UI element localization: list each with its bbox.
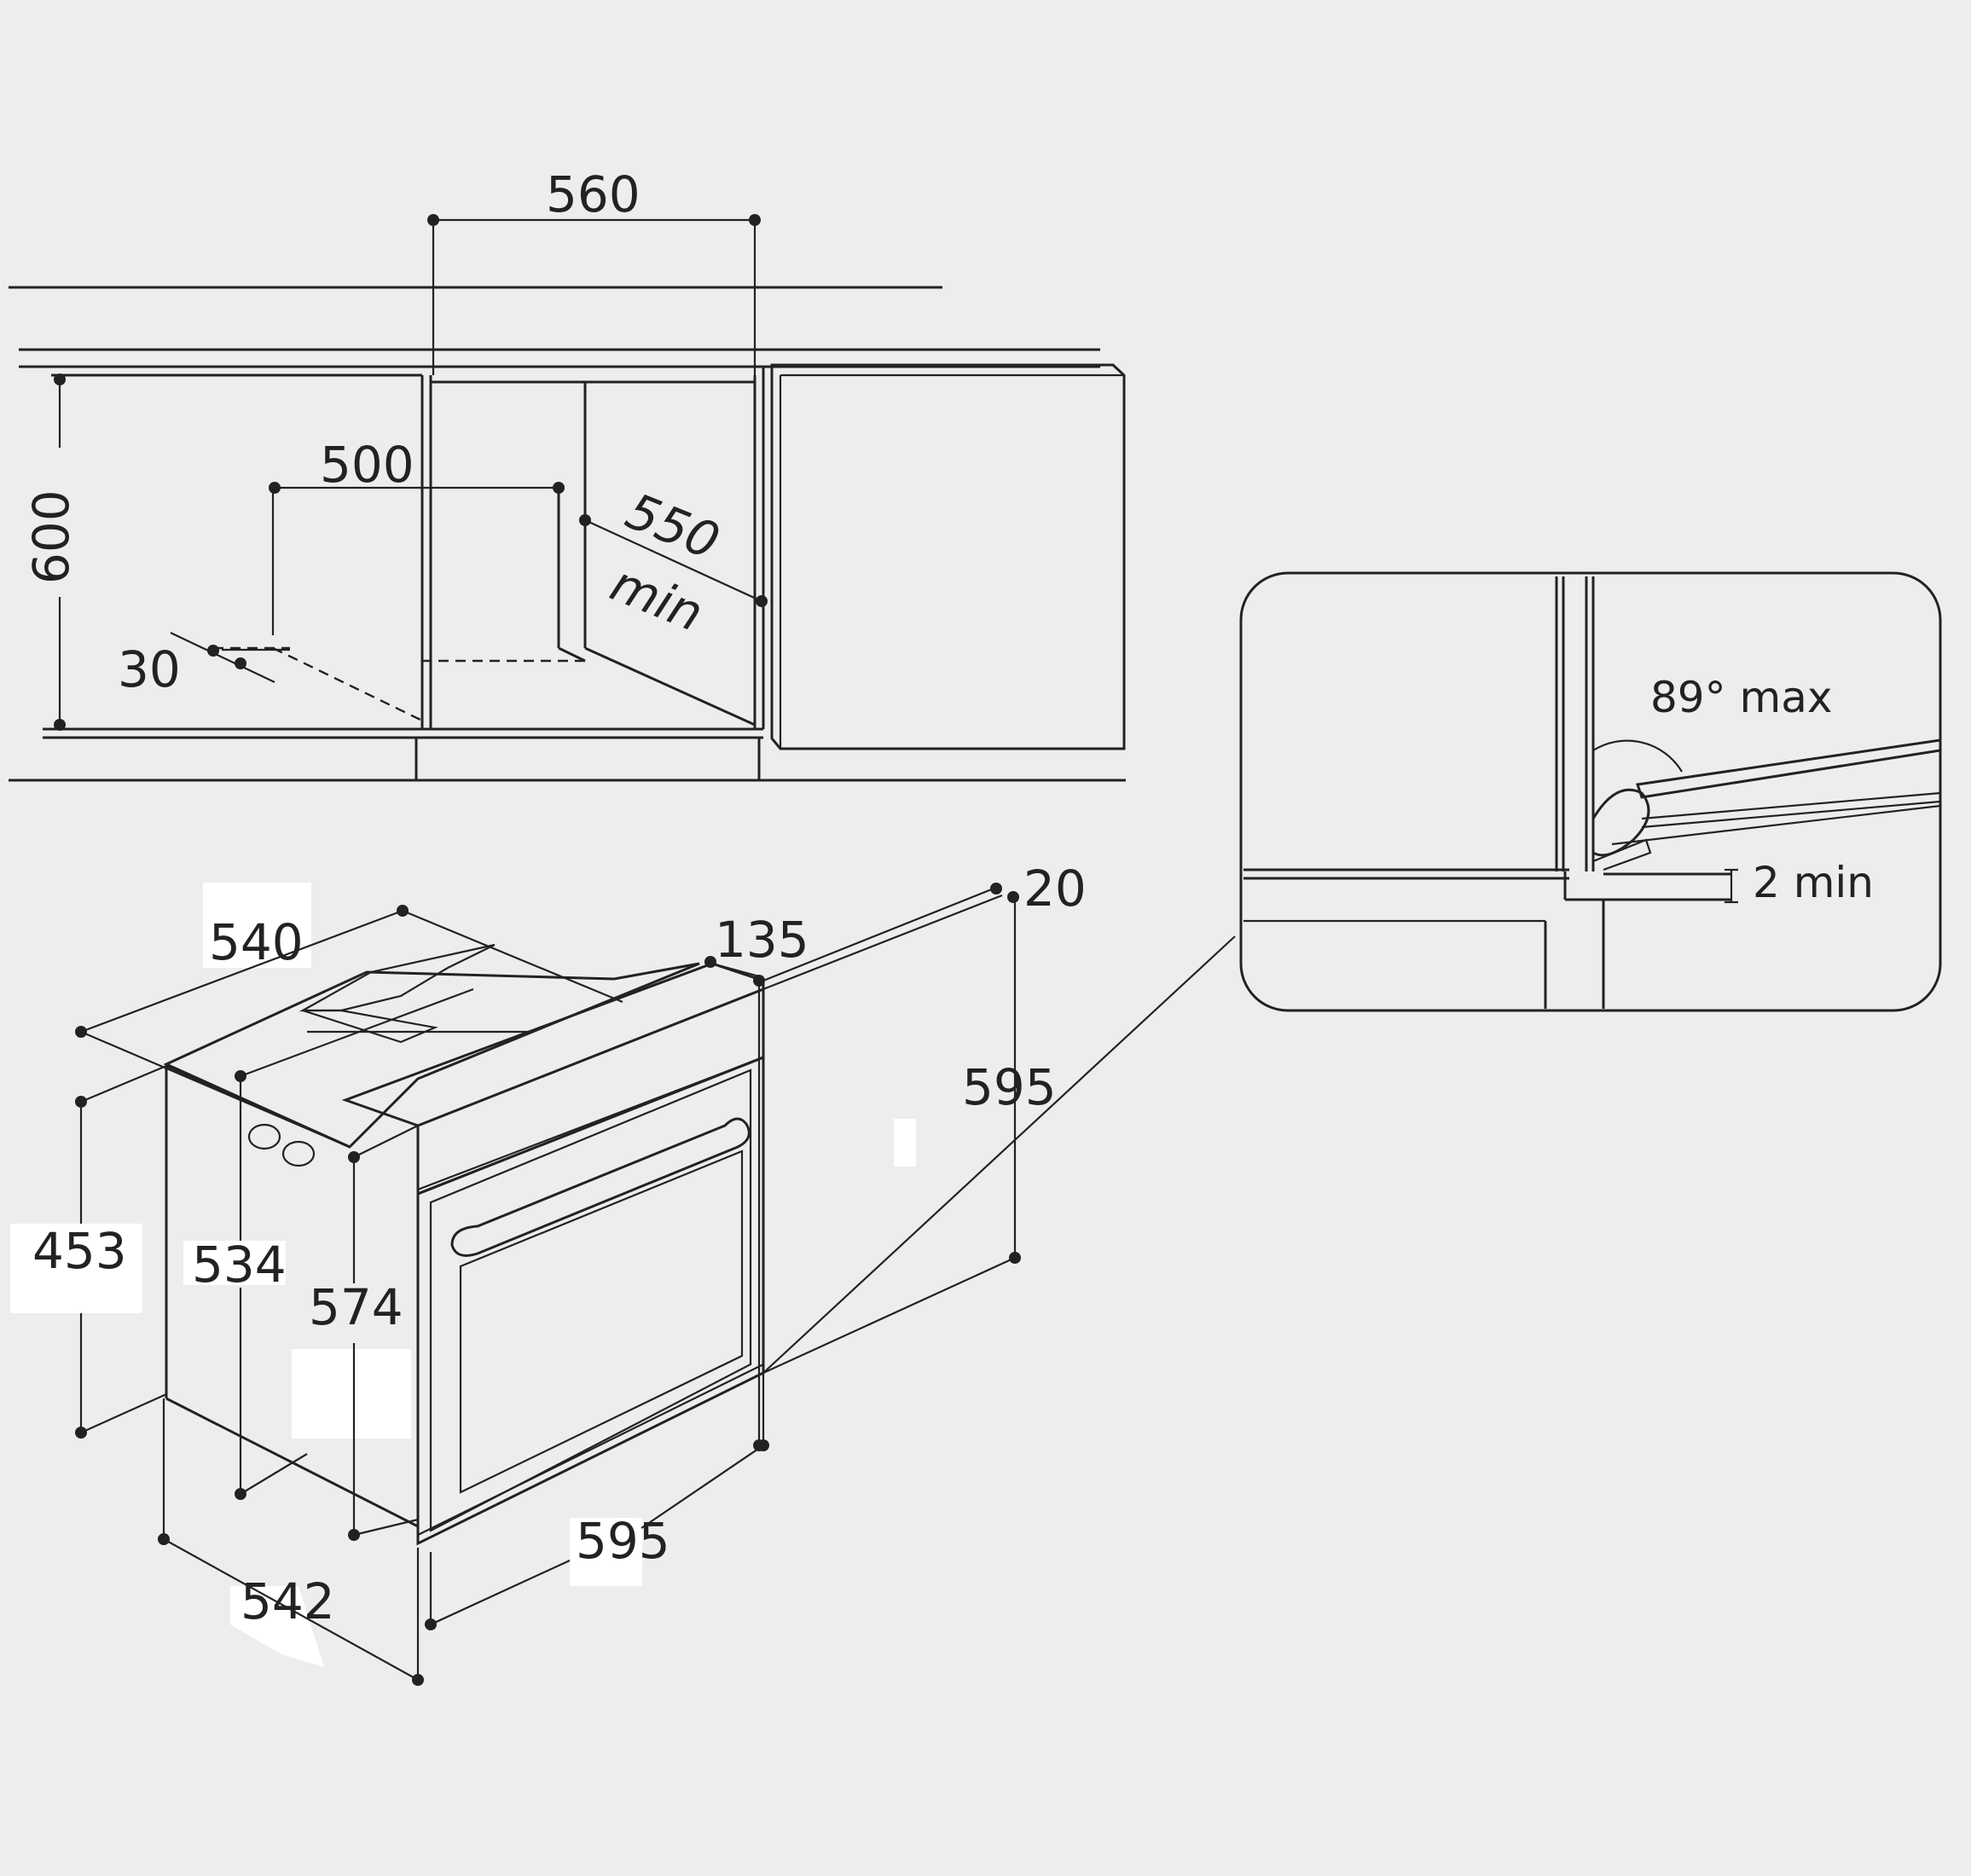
label-gap-min: 2 min [1753,858,1874,907]
dim-depth-min: 550 min [579,482,768,643]
hinge-detail-view: 89° max 2 min [762,571,1942,1374]
label-body-height-574: 574 [309,1278,403,1336]
dim-body-height-453: 453 [32,1064,167,1439]
dim-body-height-574: 574 [309,1125,419,1541]
label-door-angle: 89° max [1650,673,1832,722]
label-body-height-534: 534 [192,1236,287,1294]
dim-vent-width: 500 [269,436,565,494]
label-frame-depth: 135 [715,911,809,969]
dim-vent-depth: 30 [118,632,275,698]
label-vent-depth: 30 [118,640,181,698]
dim-oven-depth-top: 540 [75,905,623,1149]
label-oven-width: 595 [576,1512,670,1570]
cabinet-niche-drawing [9,286,1126,782]
label-oven-height: 595 [962,1058,1057,1116]
dim-oven-depth-bottom: 542 [158,1398,424,1686]
label-vent-width: 500 [320,436,414,494]
label-oven-depth-top: 540 [209,913,304,971]
dim-niche-height: 600 [22,373,80,731]
label-oven-depth-bottom: 542 [241,1572,335,1630]
label-depth-min-unit: min [603,554,711,643]
label-niche-height: 600 [22,489,80,584]
label-body-height-453: 453 [32,1222,127,1280]
dim-niche-width: 560 [427,165,761,375]
dim-body-height-534: 534 [192,987,474,1500]
dim-frame-depth: 135 [704,911,809,1451]
dim-oven-width: 595 [425,1364,769,1630]
dim-oven-height: 20 595 [762,860,1087,1375]
label-niche-width: 560 [546,165,641,223]
label-frame-thickness: 20 [1023,860,1087,918]
